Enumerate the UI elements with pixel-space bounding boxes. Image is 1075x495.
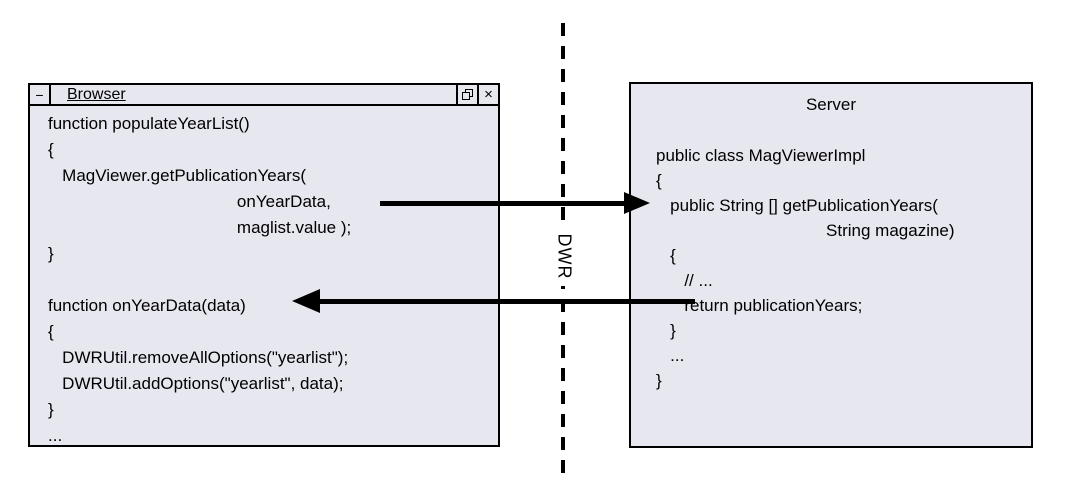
restore-button[interactable] (456, 85, 477, 104)
browser-window: − Browser × function populateYearList() … (28, 83, 500, 447)
restore-icon (462, 89, 473, 100)
server-code: public class MagViewerImpl { public Stri… (656, 146, 955, 390)
browser-code: function populateYearList() { MagViewer.… (48, 114, 352, 445)
close-button[interactable]: × (477, 85, 498, 104)
request-arrow-shaft (380, 201, 630, 206)
response-arrow-shaft (316, 299, 695, 304)
response-arrow (292, 289, 695, 313)
dwr-label-text: DWR (554, 233, 575, 279)
dwr-label: DWR (546, 226, 582, 286)
server-title: Server (805, 95, 857, 114)
restore-icon-front-square (462, 92, 470, 100)
minimize-button[interactable]: − (30, 85, 51, 104)
response-arrowhead-icon (292, 289, 320, 313)
minimize-icon: − (35, 86, 44, 103)
request-arrow (380, 192, 670, 214)
request-arrowhead-icon (624, 192, 650, 214)
browser-window-title: Browser (67, 85, 126, 103)
server-box: Server public class MagViewerImpl { publ… (629, 82, 1033, 448)
close-icon: × (484, 86, 493, 103)
browser-titlebar: − Browser × (30, 85, 498, 106)
